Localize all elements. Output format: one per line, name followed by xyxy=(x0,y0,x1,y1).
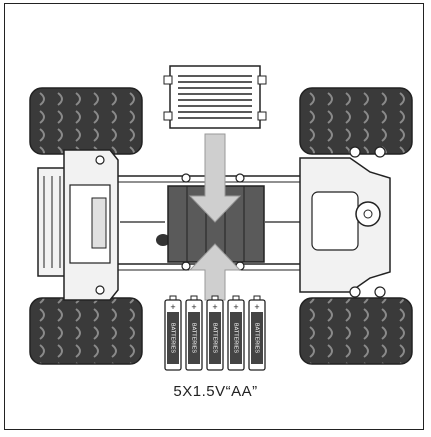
battery-icon: + BATTERIES xyxy=(185,295,203,371)
battery-icon: + BATTERIES xyxy=(206,295,224,371)
svg-text:+: + xyxy=(170,302,175,312)
svg-text:+: + xyxy=(191,302,196,312)
batteries-group: + BATTERIES + BATTERIES + BATTERIES + BATTERIES… xyxy=(164,295,266,371)
battery-label: BATTERIES xyxy=(212,323,218,353)
arrow-down-icon xyxy=(188,133,242,223)
battery-spec-caption: 5X1.5V“AA” xyxy=(173,383,258,400)
battery-label: BATTERIES xyxy=(170,323,176,353)
wheel-rear-right xyxy=(299,297,413,365)
battery-icon: + BATTERIES xyxy=(164,295,182,371)
svg-text:+: + xyxy=(233,302,238,312)
battery-cover-icon xyxy=(163,65,267,129)
wheel-front-right xyxy=(299,87,413,155)
wheel-front-left xyxy=(29,87,143,155)
battery-icon: + BATTERIES xyxy=(248,295,266,371)
battery-label: BATTERIES xyxy=(254,323,260,353)
battery-icon: + BATTERIES xyxy=(227,295,245,371)
svg-text:+: + xyxy=(212,302,217,312)
chassis xyxy=(37,146,391,301)
battery-label: BATTERIES xyxy=(191,323,197,353)
wheel-rear-left xyxy=(29,297,143,365)
svg-text:+: + xyxy=(254,302,259,312)
battery-label: BATTERIES xyxy=(233,323,239,353)
